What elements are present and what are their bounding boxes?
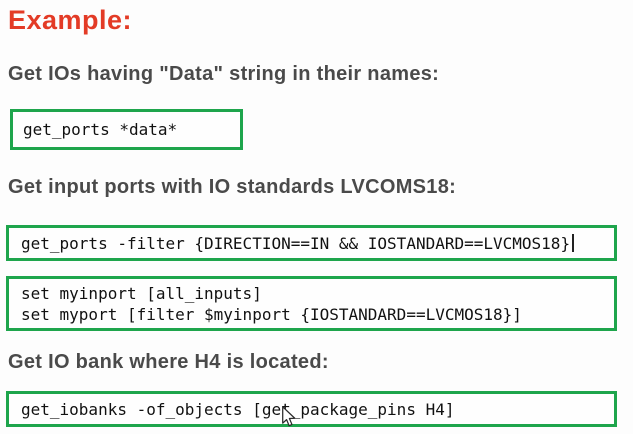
code-line: get_iobanks -of_objects [get_package_pin… (21, 399, 455, 419)
code-line: get_ports *data* (23, 120, 178, 139)
section-heading-input-ports-io-standards: Get input ports with IO standards LVCOMS… (8, 176, 457, 198)
code-line: get_ports -filter {DIRECTION==IN && IOST… (21, 233, 571, 253)
text-caret (572, 234, 575, 252)
code-box-get-iobanks: get_iobanks -of_objects [get_package_pin… (6, 391, 617, 427)
code-line: set myinport [all_inputs] (21, 283, 262, 303)
code-box-set-myinport: set myinport [all_inputs] set myport [fi… (6, 276, 617, 331)
page-title: Example: (8, 5, 133, 35)
code-box-get-ports-data: get_ports *data* (10, 109, 243, 150)
section-heading-get-ios-data: Get IOs having "Data" string in their na… (8, 63, 440, 85)
code-line: set myport [filter $myinport {IOSTANDARD… (21, 304, 522, 324)
section-heading-io-bank-h4: Get IO bank where H4 is located: (8, 351, 329, 373)
code-box-get-ports-filter: get_ports -filter {DIRECTION==IN && IOST… (6, 225, 617, 261)
